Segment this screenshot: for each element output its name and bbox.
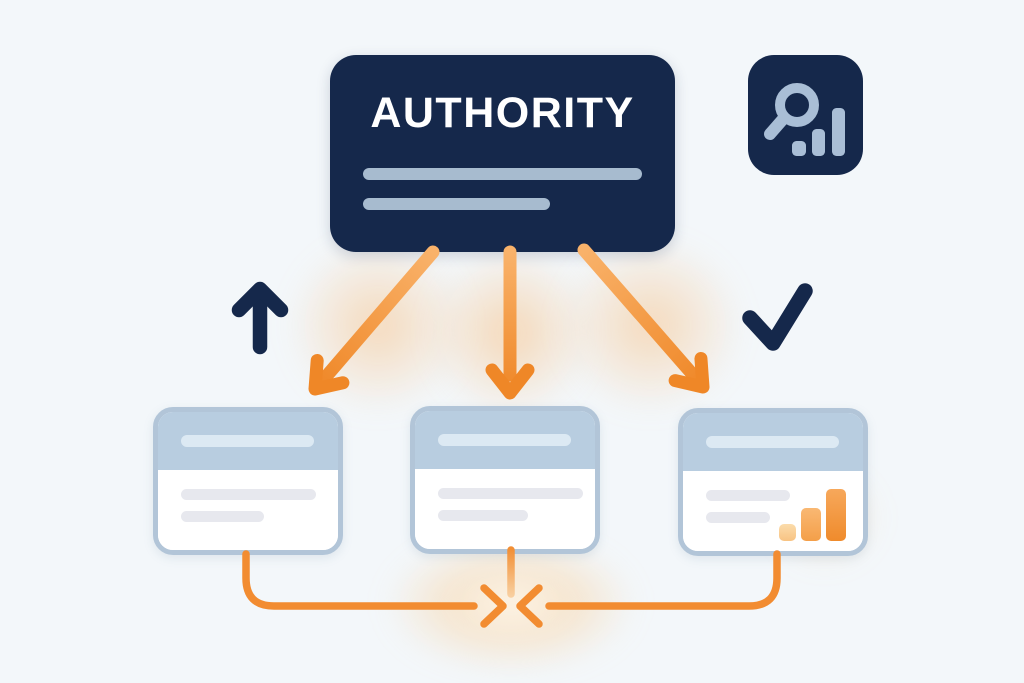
body-placeholder-line: [706, 490, 790, 501]
header-placeholder-line: [706, 436, 839, 448]
card-body: [683, 471, 863, 551]
bar-chart-icon: [779, 489, 846, 541]
arrow-authority-to-card-2: [485, 245, 535, 400]
warm-glow-middle-arrow: [428, 248, 593, 418]
card-header: [158, 412, 338, 470]
bar-chart-bar-large: [832, 108, 845, 156]
bar-small: [779, 524, 796, 541]
bar-medium: [801, 508, 821, 541]
body-placeholder-line: [438, 510, 528, 521]
card-header: [415, 411, 595, 469]
up-arrow-icon: [231, 281, 289, 355]
arrow-authority-to-card-1: [308, 245, 440, 396]
warm-glow-left-arrow: [288, 238, 468, 413]
magnifier-icon: [775, 83, 819, 127]
card-body: [415, 469, 595, 549]
card-body: [158, 470, 338, 550]
content-card-3: [678, 408, 868, 556]
arrow-authority-to-card-3: [577, 243, 710, 394]
search-analytics-badge: [748, 55, 863, 175]
body-placeholder-line: [181, 489, 316, 500]
authority-title: AUTHORITY: [370, 89, 635, 137]
magnifier-handle: [764, 112, 790, 140]
content-card-2: [410, 406, 600, 554]
header-placeholder-line: [438, 434, 571, 446]
bar-chart-bar-medium: [812, 129, 825, 156]
connector-card1-to-center: [242, 550, 507, 628]
body-placeholder-line: [706, 512, 770, 523]
bar-chart-bar-small: [792, 141, 806, 156]
checkmark-icon: [742, 283, 813, 351]
search-analytics-icon: [764, 83, 845, 156]
content-card-1: [153, 407, 343, 555]
warm-glow-convergence: [386, 536, 636, 671]
body-placeholder-line: [181, 511, 264, 522]
bar-large: [826, 489, 846, 541]
warm-glow-right-arrow: [558, 238, 743, 413]
header-placeholder-line: [181, 435, 314, 447]
text-placeholder-line: [363, 168, 642, 180]
body-placeholder-line: [438, 488, 583, 499]
authority-card: AUTHORITY: [330, 55, 675, 252]
connector-card3-to-center: [516, 550, 781, 628]
card-header: [683, 413, 863, 471]
text-placeholder-line: [363, 198, 550, 210]
